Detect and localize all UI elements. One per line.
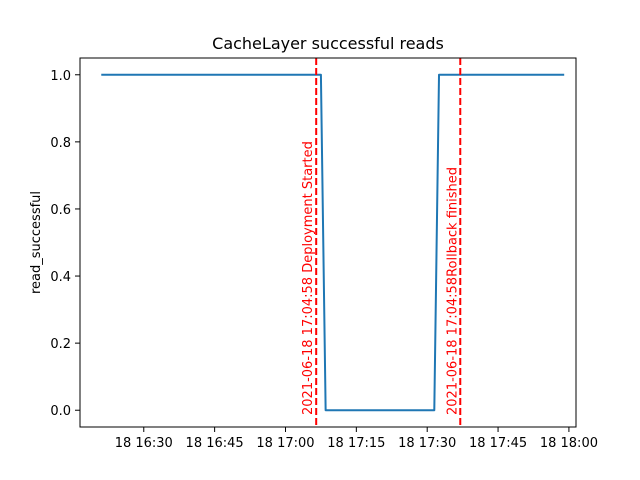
x-tick-label-5: 18 17:45 [469,436,527,451]
chart-title: CacheLayer successful reads [212,34,444,53]
y-tick-label-5: 1.0 [50,69,71,84]
y-tick-label-1: 0.2 [50,337,71,352]
vline-label-1: 2021-06-18 17:04:58Rollback finished [445,167,460,415]
x-tick-label-0: 18 16:30 [115,436,173,451]
x-tick-label-1: 18 16:45 [186,436,244,451]
plot-area: 2021-06-18 17:04:58 Deployment Started 20… [50,57,598,451]
y-tick-label-2: 0.4 [50,270,71,285]
y-tick-label-4: 0.8 [50,136,71,151]
y-tick-label-0: 0.0 [50,404,71,419]
x-tick-label-3: 18 17:15 [327,436,385,451]
x-tick-label-2: 18 17:00 [256,436,314,451]
vline-label-0: 2021-06-18 17:04:58 Deployment Started [301,141,316,415]
x-tick-label-6: 18 18:00 [540,436,598,451]
x-tick-label-4: 18 17:30 [398,436,456,451]
y-axis-label: read_successful [29,191,44,294]
plot-frame [79,57,577,428]
y-tick-label-3: 0.6 [50,203,71,218]
